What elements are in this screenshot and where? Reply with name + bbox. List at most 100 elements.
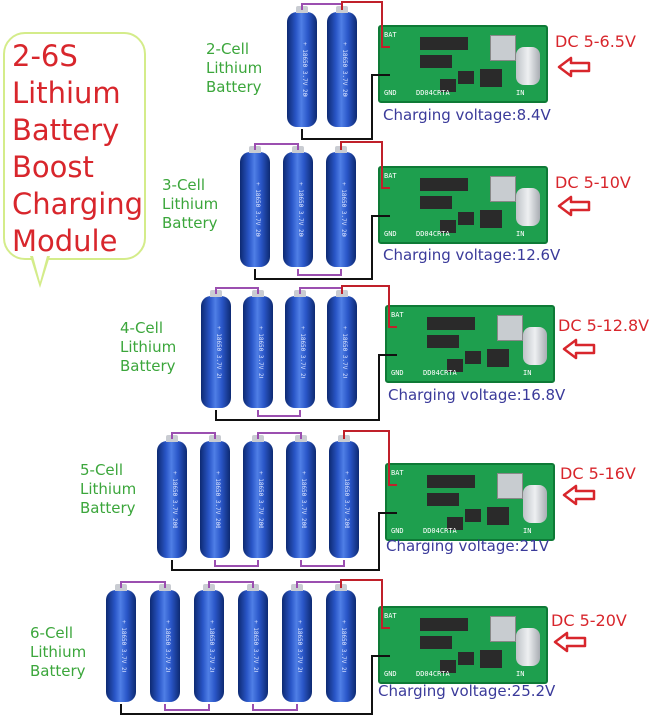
silk-bat-label: BAT	[384, 612, 397, 620]
cell-label-line: 4-Cell	[120, 319, 163, 337]
cell-label-line: Lithium	[80, 480, 137, 498]
cell-label-line: Battery	[120, 357, 176, 375]
cell-label-line: Lithium	[120, 338, 177, 356]
smd-component	[420, 55, 436, 68]
silk-code-label: DD04CRTA	[423, 369, 457, 377]
smd-component	[452, 618, 468, 631]
battery-print: + 18650 3.7V 2000mAh	[164, 620, 171, 672]
input-arrow-icon	[562, 338, 596, 360]
input-arrow-icon	[553, 631, 587, 653]
battery-print: + 18650 3.7V 2000mAh	[341, 42, 348, 97]
charging-voltage-label: Charging voltage:16.8V	[388, 386, 566, 404]
battery-cell: + 18650 3.7V 2000mAh	[238, 584, 268, 702]
controller-chip	[480, 210, 502, 228]
title-line: Module	[12, 224, 118, 258]
silk-gnd-label: GND	[391, 527, 404, 535]
smd-component	[458, 212, 474, 225]
silk-bat-label: BAT	[391, 311, 404, 319]
smd-component	[427, 475, 443, 488]
smd-component	[427, 317, 443, 330]
battery-terminal	[166, 435, 178, 442]
battery-print: + 18650 3.7V 2000mAh	[340, 620, 347, 672]
battery-cell: + 18650 3.7V 2000mAh	[287, 6, 317, 127]
cell-label-line: 5-Cell	[80, 461, 123, 479]
smd-component	[443, 335, 459, 348]
smd-component	[459, 475, 475, 488]
cell-label-line: Lithium	[162, 195, 219, 213]
input-arrow-icon	[557, 195, 591, 217]
smd-component	[443, 317, 459, 330]
smd-component	[420, 196, 436, 209]
battery-print: + 18650 3.7V 2000mAh	[208, 620, 215, 672]
battery-terminal	[252, 435, 264, 442]
smd-component	[440, 220, 456, 233]
cell-label-line: Lithium	[30, 643, 87, 661]
battery-terminal	[115, 584, 127, 591]
battery-terminal	[296, 6, 308, 13]
battery-print: + 18650 3.7V 2000mAh	[301, 42, 308, 97]
cell-label-line: Battery	[206, 78, 262, 96]
smd-component	[465, 351, 481, 364]
battery-terminal	[210, 290, 222, 297]
inductor	[497, 473, 523, 499]
charging-voltage-label: Charging voltage:12.6V	[383, 246, 561, 264]
battery-print: + 18650 3.7V 2000mAh	[171, 471, 178, 528]
silk-bat-label: BAT	[384, 172, 397, 180]
silk-in-label: IN	[523, 527, 532, 535]
smd-component	[436, 55, 452, 68]
battery-cell: + 18650 3.7V 2000mAh	[286, 435, 316, 558]
smd-component	[459, 317, 475, 330]
smd-component	[436, 178, 452, 191]
battery-cell: + 18650 3.7V 2000mAh	[282, 584, 312, 702]
usb-c-port	[516, 47, 540, 85]
usb-c-port	[516, 188, 540, 226]
cell-label-line: 3-Cell	[162, 176, 205, 194]
dc-input-label: DC 5-16V	[560, 464, 636, 483]
charging-voltage-label: Charging voltage:8.4V	[383, 106, 551, 124]
charging-voltage-label: Charging voltage:25.2V	[378, 682, 556, 700]
battery-cell: + 18650 3.7V 2000mAh	[150, 584, 180, 702]
silk-gnd-label: GND	[384, 89, 397, 97]
battery-cell: + 18650 3.7V 2000mAh	[327, 6, 357, 127]
battery-cell: + 18650 3.7V 2000mAh	[285, 290, 315, 408]
battery-print: + 18650 3.7V 2000mAh	[300, 471, 307, 528]
battery-cell: + 18650 3.7V 2000mAh	[200, 435, 230, 558]
battery-cell: + 18650 3.7V 2000mAh	[240, 146, 270, 267]
inductor	[490, 35, 516, 61]
battery-print: + 18650 3.7V 2000mAh	[341, 326, 348, 378]
silk-code-label: DD04CRTA	[416, 230, 450, 238]
smd-component	[447, 359, 463, 372]
battery-print: + 18650 3.7V 2000mAh	[252, 620, 259, 672]
battery-print: + 18650 3.7V 2000mAh	[343, 471, 350, 528]
smd-component	[440, 660, 456, 673]
battery-cell: + 18650 3.7V 2000mAh	[329, 435, 359, 558]
battery-cell: + 18650 3.7V 2000mAh	[157, 435, 187, 558]
title-line: Boost	[12, 150, 94, 184]
smd-component	[436, 636, 452, 649]
controller-chip	[480, 650, 502, 668]
usb-c-port	[523, 485, 547, 523]
cell-label-line: 6-Cell	[30, 624, 73, 642]
smd-component	[443, 493, 459, 506]
cell-label-line: 2-Cell	[206, 40, 249, 58]
battery-terminal	[295, 435, 307, 442]
battery-cell: + 18650 3.7V 2000mAh	[201, 290, 231, 408]
silk-code-label: DD04CRTA	[423, 527, 457, 535]
cell-label-line: Battery	[30, 662, 86, 680]
smd-component	[458, 652, 474, 665]
battery-cell: + 18650 3.7V 2000mAh	[327, 290, 357, 408]
battery-print: + 18650 3.7V 2000mAh	[297, 182, 304, 237]
usb-c-port	[516, 628, 540, 666]
battery-terminal	[159, 584, 171, 591]
battery-print: + 18650 3.7V 2000mAh	[340, 182, 347, 237]
smd-component	[465, 509, 481, 522]
smd-component	[447, 517, 463, 530]
smd-component	[420, 178, 436, 191]
silk-gnd-label: GND	[391, 369, 404, 377]
battery-cell: + 18650 3.7V 2000mAh	[194, 584, 224, 702]
